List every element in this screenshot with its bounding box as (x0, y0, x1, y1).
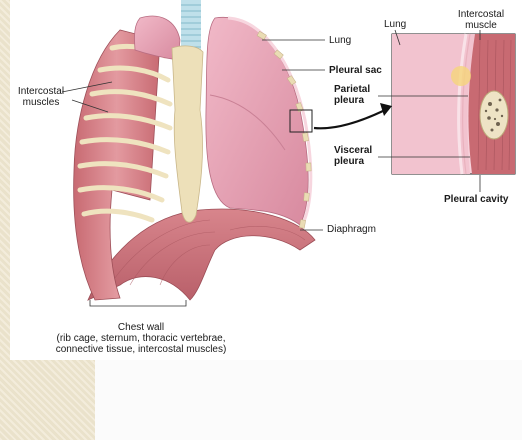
label-chest-wall-line2: connective tissue, intercostal muscles) (55, 344, 227, 355)
inset-rib-cross-section (479, 90, 509, 140)
label-intercostal-line1: Intercostal (17, 86, 65, 97)
left-lung (134, 15, 181, 61)
label-visceral-line2: pleura (334, 156, 365, 167)
label-parietal-pleura: Parietal pleura (334, 84, 370, 106)
right-lung (205, 16, 309, 226)
label-visceral-line1: Visceral (334, 145, 373, 156)
label-visceral-pleura: Visceral pleura (334, 145, 372, 167)
label-chest-wall: Chest wall (rib cage, sternum, thoracic … (36, 322, 246, 355)
trachea (181, 0, 201, 55)
right-lung-fissure (209, 94, 286, 151)
label-chest-wall-line1: (rib cage, sternum, thoracic vertebrae, (56, 333, 226, 344)
sternum (171, 45, 204, 223)
callout-arrowhead (380, 103, 392, 116)
rib-stubs-right (256, 30, 312, 229)
label-inset-intercostal-line2: muscle (465, 20, 497, 31)
label-pleural-cavity: Pleural cavity (444, 194, 509, 205)
label-pleural-sac: Pleural sac (329, 65, 382, 76)
label-intercostal-muscles: Intercostal muscles (16, 86, 66, 108)
magnify-box (289, 109, 313, 133)
diaphragm-fibers (109, 219, 306, 286)
label-chest-wall-title: Chest wall (117, 322, 165, 333)
leader-lines (61, 29, 481, 307)
label-parietal-line1: Parietal (334, 84, 371, 95)
slide-lower-area (95, 360, 522, 440)
inset-detail (391, 33, 516, 175)
label-lung: Lung (329, 35, 352, 46)
diaphragm-muscle (87, 208, 316, 301)
label-inset-lung: Lung (384, 19, 407, 30)
label-diaphragm: Diaphragm (327, 224, 376, 235)
label-inset-intercostal-line1: Intercostal (457, 9, 505, 20)
label-inset-intercostal-muscle: Intercostal muscle (453, 9, 509, 31)
right-pleura-edge (227, 16, 313, 227)
label-parietal-line2: pleura (334, 95, 365, 106)
callout-arrow (313, 109, 386, 130)
label-intercostal-line2: muscles (22, 97, 60, 108)
